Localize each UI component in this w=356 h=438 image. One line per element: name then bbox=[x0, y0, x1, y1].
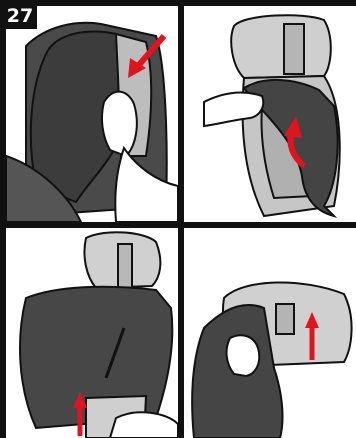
panel-3-illustration bbox=[6, 228, 178, 438]
panel-1-illustration bbox=[6, 6, 178, 222]
panel-pull-cover-over-base bbox=[6, 228, 178, 438]
panel-remove-cover-from-headrest bbox=[6, 6, 178, 222]
panel-4-illustration bbox=[184, 228, 356, 438]
panel-2-illustration bbox=[184, 6, 356, 222]
panel-lift-cover-from-shell bbox=[184, 6, 356, 222]
step-number-badge: 27 bbox=[3, 3, 37, 29]
panel-slide-cover-upward bbox=[184, 228, 356, 438]
